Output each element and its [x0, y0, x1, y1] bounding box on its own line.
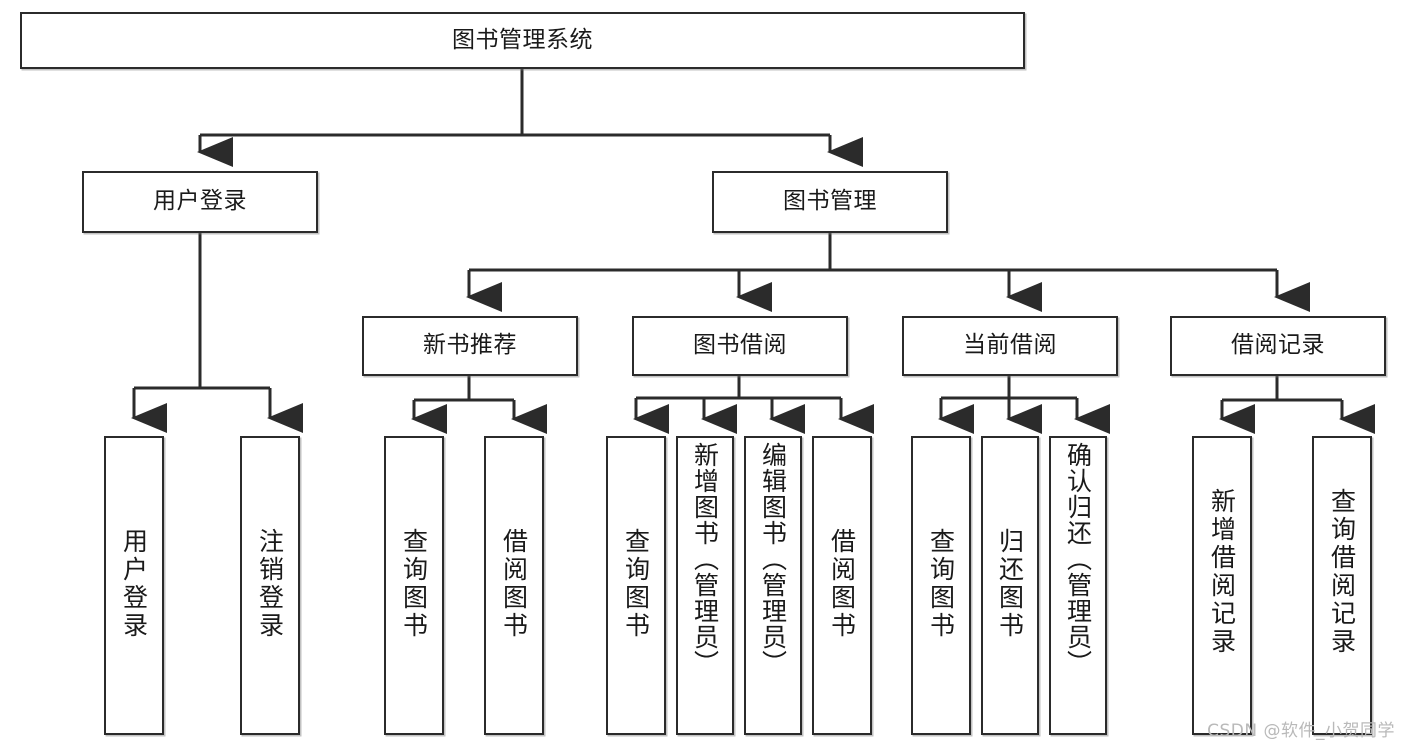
node-leaf-add-book-admin[interactable]: 新增图书（管理员）	[676, 436, 734, 735]
node-leaf-user-login-label: 用户登录	[119, 528, 149, 640]
node-leaf-edit-book-admin-label: 编辑图书（管理员）	[758, 442, 788, 676]
node-leaf-borrow-books-b[interactable]: 借阅图书	[812, 436, 872, 735]
node-book-management[interactable]: 图书管理	[712, 171, 948, 233]
node-leaf-add-borrow-record[interactable]: 新增借阅记录	[1192, 436, 1252, 735]
node-leaf-borrow-books-a[interactable]: 借阅图书	[484, 436, 544, 735]
node-leaf-add-borrow-record-label: 新增借阅记录	[1207, 488, 1237, 656]
node-book-management-label: 图书管理	[783, 188, 877, 215]
node-leaf-edit-book-admin[interactable]: 编辑图书（管理员）	[744, 436, 802, 735]
node-leaf-borrow-books-a-label: 借阅图书	[499, 528, 529, 640]
node-leaf-query-books-c[interactable]: 查询图书	[911, 436, 971, 735]
node-user-login-label: 用户登录	[153, 188, 247, 215]
node-leaf-confirm-return-admin[interactable]: 确认归还（管理员）	[1049, 436, 1107, 735]
node-leaf-query-borrow-record-label: 查询借阅记录	[1327, 488, 1357, 656]
node-leaf-confirm-return-admin-label: 确认归还（管理员）	[1063, 442, 1093, 676]
node-leaf-query-books-b[interactable]: 查询图书	[606, 436, 666, 735]
node-book-borrow[interactable]: 图书借阅	[632, 316, 848, 376]
node-leaf-query-books-a-label: 查询图书	[399, 528, 429, 640]
node-leaf-query-books-a[interactable]: 查询图书	[384, 436, 444, 735]
node-leaf-user-login[interactable]: 用户登录	[104, 436, 164, 735]
node-leaf-query-books-b-label: 查询图书	[621, 528, 651, 640]
node-leaf-logout[interactable]: 注销登录	[240, 436, 300, 735]
node-book-borrow-label: 图书借阅	[693, 332, 787, 359]
node-leaf-add-book-admin-label: 新增图书（管理员）	[690, 442, 720, 676]
node-leaf-query-borrow-record[interactable]: 查询借阅记录	[1312, 436, 1372, 735]
node-leaf-borrow-books-b-label: 借阅图书	[827, 528, 857, 640]
node-leaf-return-books[interactable]: 归还图书	[981, 436, 1039, 735]
node-current-borrow[interactable]: 当前借阅	[902, 316, 1118, 376]
node-root[interactable]: 图书管理系统	[20, 12, 1025, 69]
node-user-login[interactable]: 用户登录	[82, 171, 318, 233]
node-borrow-record[interactable]: 借阅记录	[1170, 316, 1386, 376]
node-new-book-recommend-label: 新书推荐	[423, 332, 517, 359]
node-borrow-record-label: 借阅记录	[1231, 332, 1325, 359]
node-root-label: 图书管理系统	[452, 26, 593, 53]
node-leaf-query-books-c-label: 查询图书	[926, 528, 956, 640]
node-leaf-logout-label: 注销登录	[255, 528, 285, 640]
node-leaf-return-books-label: 归还图书	[995, 528, 1025, 640]
node-current-borrow-label: 当前借阅	[963, 332, 1057, 359]
node-new-book-recommend[interactable]: 新书推荐	[362, 316, 578, 376]
